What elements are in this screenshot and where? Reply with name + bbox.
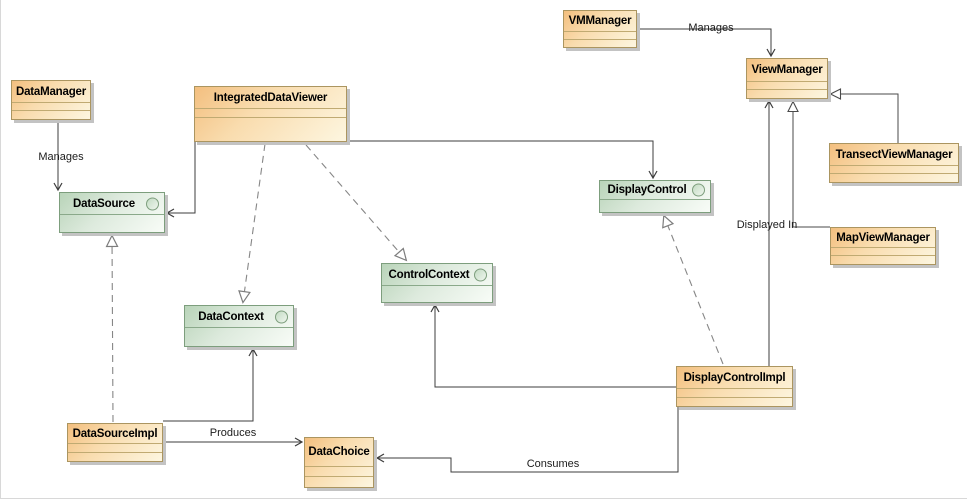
edge-mapviewmanager-extends-viewmanager[interactable]: [787, 100, 830, 228]
class-title: VMManager: [564, 11, 636, 31]
class-displaycontrolimpl[interactable]: DisplayControlImpl: [676, 366, 793, 407]
interface-label: DataContext: [198, 310, 264, 323]
class-label: DataSourceImpl: [72, 427, 158, 440]
class-label: TransectViewManager: [835, 148, 953, 161]
edge-idv-implements-controlcontext[interactable]: [305, 144, 408, 262]
edge-datasourceimpl-datacontext[interactable]: [163, 347, 258, 422]
members-compartment: [185, 327, 293, 346]
attributes-compartment: [830, 165, 958, 173]
class-transectviewmanager[interactable]: TransectViewManager: [829, 143, 959, 183]
class-label: VMManager: [568, 15, 632, 27]
class-title: ViewManager: [747, 59, 827, 81]
interface-lollipop-icon: [275, 310, 288, 323]
interface-label: ControlContext: [388, 268, 470, 281]
edge-transectviewmanager-extends-viewmanager[interactable]: [829, 88, 899, 143]
attributes-compartment: [195, 108, 346, 117]
members-compartment: [382, 285, 492, 302]
interface-title: ControlContext: [382, 264, 492, 285]
operations-compartment: [12, 110, 90, 119]
edge-label-consumes: Consumes: [526, 458, 580, 470]
operations-compartment: [831, 255, 935, 264]
attributes-compartment: [677, 388, 792, 397]
interface-lollipop-icon: [692, 183, 705, 197]
operations-compartment: [564, 39, 636, 47]
edge-label-manages-viewmanager: Manages: [688, 22, 734, 34]
class-label: MapViewManager: [836, 231, 930, 244]
interface-datasource[interactable]: DataSource: [59, 192, 165, 233]
operations-compartment: [830, 173, 958, 182]
edge-label-manages-datasource: Manages: [38, 151, 84, 163]
attributes-compartment: [68, 443, 162, 452]
operations-compartment: [195, 117, 346, 141]
class-label: DataChoice: [308, 446, 370, 458]
class-mapviewmanager[interactable]: MapViewManager: [830, 227, 936, 265]
class-title: IntegratedDataViewer: [195, 87, 346, 108]
attributes-compartment: [12, 102, 90, 110]
interface-displaycontrol[interactable]: DisplayControl: [599, 180, 711, 213]
class-label: DataManager: [15, 85, 87, 98]
interface-title: DataSource: [60, 193, 164, 214]
operations-compartment: [747, 89, 827, 98]
interface-title: DataContext: [185, 306, 293, 327]
interface-datacontext[interactable]: DataContext: [184, 305, 294, 347]
edge-displaycontrolimpl-consumes-datachoice[interactable]: [375, 407, 679, 473]
edge-displaycontrolimpl-implements-displaycontrol[interactable]: [662, 214, 724, 365]
interface-label: DisplayControl: [607, 184, 687, 196]
operations-compartment: [68, 452, 162, 461]
attributes-compartment: [831, 247, 935, 255]
edge-label-displayed-in: Displayed In: [736, 219, 798, 231]
edge-idv-implements-datacontext[interactable]: [238, 143, 266, 304]
class-datachoice[interactable]: DataChoice: [304, 437, 374, 488]
class-vmmanager[interactable]: VMManager: [563, 10, 637, 48]
attributes-compartment: [305, 466, 373, 476]
attributes-compartment: [747, 81, 827, 89]
class-datasourceimpl[interactable]: DataSourceImpl: [67, 423, 163, 462]
attributes-compartment: [564, 31, 636, 39]
class-title: DisplayControlImpl: [677, 367, 792, 388]
members-compartment: [60, 214, 164, 232]
class-label: IntegratedDataViewer: [213, 91, 328, 104]
interface-lollipop-icon: [474, 268, 487, 281]
class-title: DataManager: [12, 81, 90, 102]
operations-compartment: [305, 476, 373, 487]
class-viewmanager[interactable]: ViewManager: [746, 58, 828, 99]
interface-label: DataSource: [73, 197, 135, 210]
interface-controlcontext[interactable]: ControlContext: [381, 263, 493, 303]
edge-idv-displaycontrol[interactable]: [347, 140, 658, 180]
class-title: DataSourceImpl: [68, 424, 162, 443]
edge-label-produces: Produces: [209, 427, 257, 439]
class-label: DisplayControlImpl: [683, 371, 786, 384]
class-datamanager[interactable]: DataManager: [11, 80, 91, 120]
edge-displaycontrolimpl-controlcontext[interactable]: [430, 303, 676, 388]
edge-vmmanager-manages-viewmanager[interactable]: [637, 28, 776, 58]
edge-idv-datasource[interactable]: [165, 142, 196, 218]
edge-datasourceimpl-implements-datasource[interactable]: [105, 234, 119, 423]
class-title: DataChoice: [305, 438, 373, 466]
members-compartment: [600, 199, 710, 212]
operations-compartment: [677, 397, 792, 406]
interface-title: DisplayControl: [600, 181, 710, 199]
interface-lollipop-icon: [146, 197, 159, 210]
class-integrateddataviewer[interactable]: IntegratedDataViewer: [194, 86, 347, 142]
class-label: ViewManager: [751, 64, 823, 76]
class-title: TransectViewManager: [830, 144, 958, 165]
class-title: MapViewManager: [831, 228, 935, 247]
